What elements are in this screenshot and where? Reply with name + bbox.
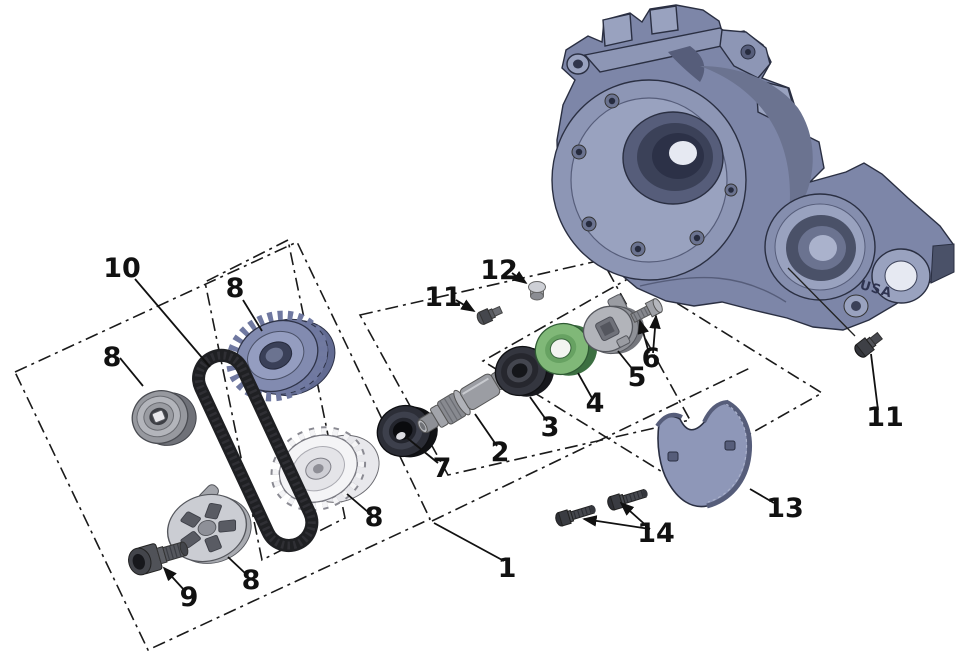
callout-11-center: 11 (424, 282, 462, 313)
leader-8-bearing (119, 357, 144, 387)
part-11-bolt-center (476, 305, 503, 325)
case-top-tab-2 (649, 5, 679, 35)
leader-10 (134, 278, 211, 368)
callout-4: 4 (586, 388, 605, 419)
callout-3: 3 (541, 412, 560, 443)
callout-1: 1 (498, 553, 517, 584)
part-13-pump-cover (655, 399, 753, 509)
leader-11-right (870, 353, 879, 411)
group-box-bottom-line (431, 366, 753, 522)
part-4-green-seal (534, 322, 598, 376)
callout-5: 5 (628, 362, 647, 393)
case-main-bore (622, 111, 724, 205)
part-9-shoulder-bolt (128, 541, 189, 576)
callout-8-sprocket: 8 (226, 273, 245, 304)
case-eyelet-hole (573, 59, 583, 69)
part-5-coupling (582, 294, 645, 355)
callout-2: 2 (491, 437, 510, 468)
case-arm-ring (843, 243, 955, 318)
part-10-belt (192, 348, 319, 553)
leader-1 (433, 522, 505, 562)
part-14-bolt-left (555, 504, 596, 527)
leader-6a (637, 319, 650, 354)
callout-6: 6 (642, 343, 661, 374)
part-6-bolt (630, 298, 663, 323)
leader-11-center (455, 299, 476, 312)
leader-lines (119, 270, 879, 592)
group-box-left (13, 240, 432, 652)
callout-10: 10 (103, 253, 141, 284)
leader-14b (582, 515, 651, 530)
leader-14a (619, 501, 651, 530)
leader-6b (649, 314, 661, 354)
leader-2 (474, 413, 498, 447)
part-8-bearing-left (131, 390, 197, 446)
part-12-washer (528, 281, 546, 301)
case-disc-bolt-holes (571, 93, 738, 257)
leader-4 (577, 372, 593, 399)
part-14-bolt-right (607, 488, 648, 511)
case-top-tab-1 (602, 13, 633, 47)
part-8-pulley-lower (270, 426, 380, 512)
callout-7: 7 (433, 453, 452, 484)
callout-8-impeller: 8 (242, 565, 261, 596)
group-box-belt (204, 238, 346, 562)
leader-9 (162, 566, 186, 592)
crankcase-half: USA (551, 4, 955, 331)
case-top-notch-shadow (668, 46, 705, 82)
callout-8-bearing: 8 (103, 342, 122, 373)
leader-8-sprocket (242, 299, 263, 332)
case-right-boss (764, 193, 876, 301)
callout-8-pulley: 8 (365, 502, 384, 533)
callout-12: 12 (480, 255, 518, 286)
case-barrel-shade (700, 66, 813, 222)
callout-13: 13 (766, 493, 804, 524)
bolt-11-right-guide-line (787, 267, 856, 337)
leader-7 (405, 436, 439, 464)
part-8-impeller (166, 484, 252, 564)
leader-13 (749, 488, 775, 504)
leader-3 (529, 396, 548, 422)
case-contour-line-1 (639, 276, 787, 303)
leader-12 (511, 270, 528, 285)
part-8-sprocket-upper (226, 310, 336, 402)
callouts: 1 2 3 4 5 6 7 8 8 8 8 9 10 11 11 12 13 1… (103, 253, 904, 613)
callout-9: 9 (180, 582, 199, 613)
leader-8-impeller (227, 556, 247, 575)
callout-14: 14 (637, 518, 675, 549)
callout-11-right: 11 (866, 402, 904, 433)
leader-8-pulley (346, 493, 369, 513)
case-bracket-hole-1-bore (745, 49, 751, 55)
part-11-bolt-right (854, 331, 883, 358)
leader-5 (617, 350, 635, 372)
